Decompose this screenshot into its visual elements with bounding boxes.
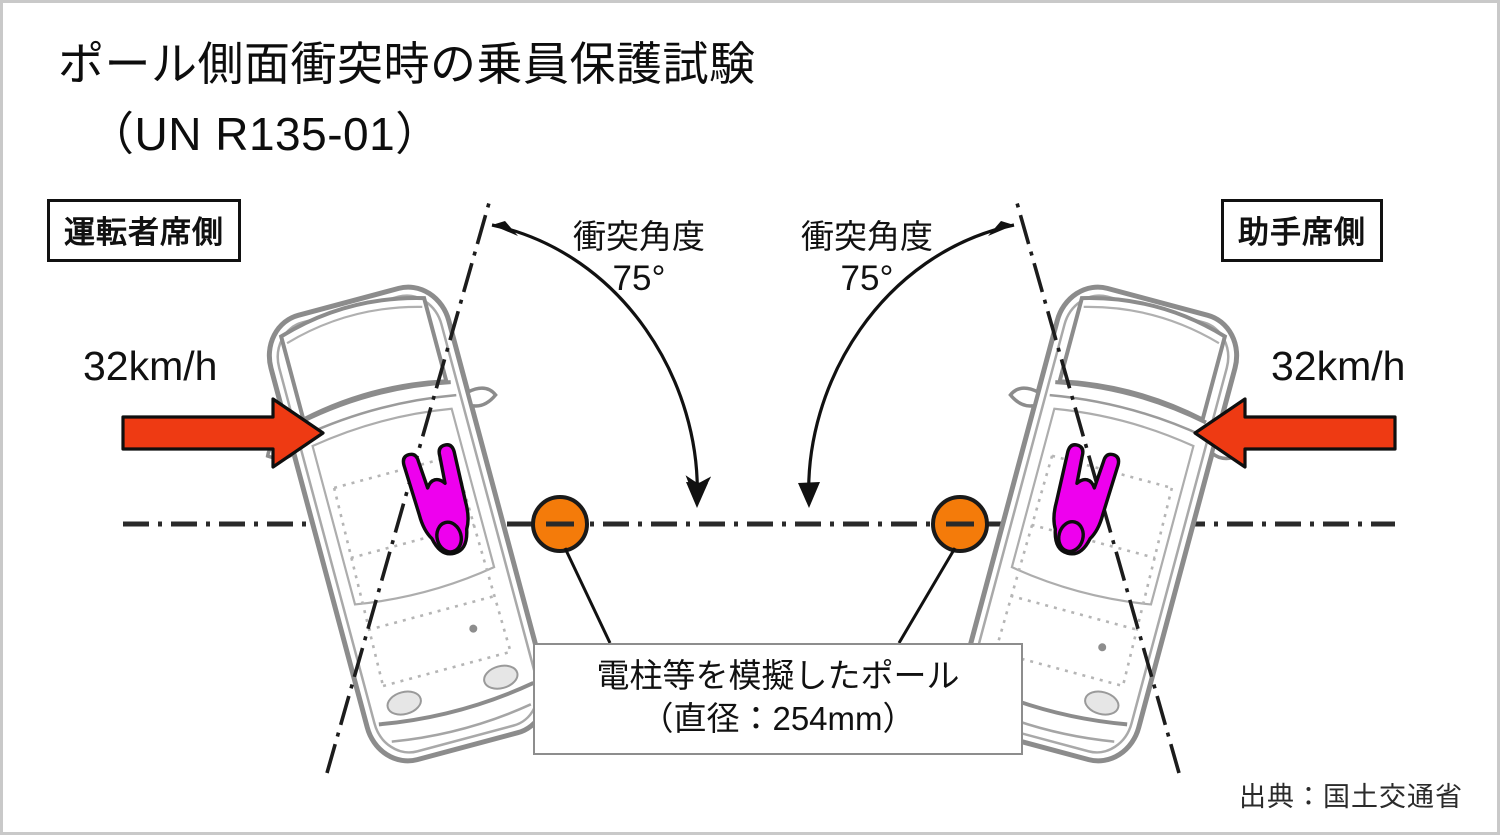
pole-callout-line-2: （直径：254mm） (640, 699, 916, 737)
crash-dummy-right (1052, 443, 1121, 556)
impact-angle-text-left: 衝突角度 (573, 218, 705, 255)
angle-arc-right (807, 223, 1015, 504)
speed-arrow-right (1193, 397, 1397, 469)
impact-angle-label-left: 衝突角度 75° (573, 216, 705, 301)
source-attribution: 出典：国土交通省 (1239, 782, 1463, 812)
passenger-side-label: 助手席側 (1221, 199, 1383, 262)
pole-left-leader (563, 547, 612, 644)
angle-arc-left (491, 223, 712, 505)
impact-angle-value-right: 75° (840, 259, 894, 299)
page-title-line-2: （UN R135-01） (88, 108, 442, 160)
pole-callout-line-1: 電柱等を模擬したポール (596, 657, 960, 694)
impact-angle-value-left: 75° (612, 259, 666, 299)
pole-side-impact-diagram (121, 202, 1397, 838)
impact-angle-label-right: 衝突角度 75° (801, 216, 933, 301)
speed-label-left: 32km/h (83, 343, 218, 389)
crash-dummy-left (401, 443, 470, 556)
driver-side-label: 運転者席側 (47, 199, 241, 262)
pole-right-leader (897, 547, 957, 644)
pole-right (931, 495, 989, 553)
page-title-line-1: ポール側面衝突時の乗員保護試験 (58, 38, 756, 90)
pole-left (531, 495, 589, 553)
pole-callout-box: 電柱等を模擬したポール （直径：254mm） (533, 643, 1023, 755)
speed-label-right: 32km/h (1271, 343, 1406, 389)
speed-arrow-left (121, 397, 325, 469)
impact-angle-text-right: 衝突角度 (801, 218, 933, 255)
